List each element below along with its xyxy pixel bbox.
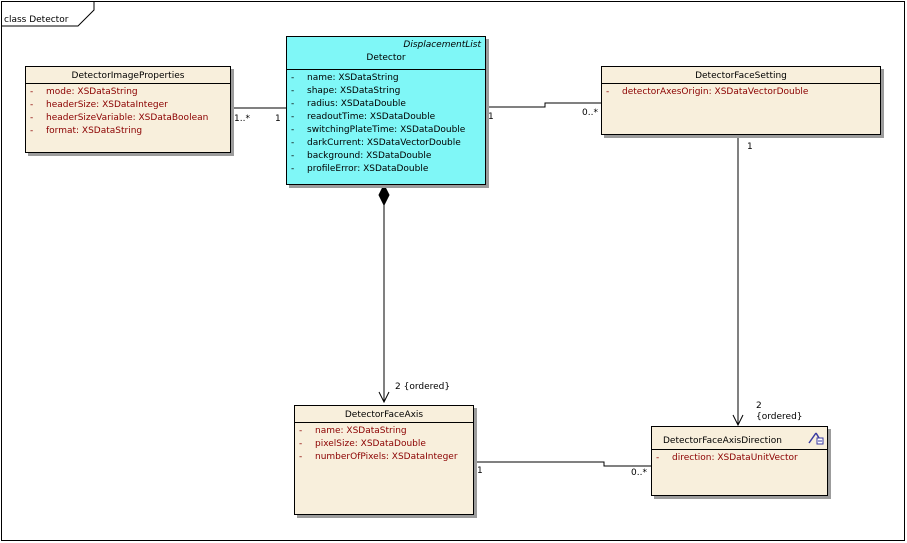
multiplicity-face-setting: 0..* xyxy=(582,108,598,118)
attribute-row: -direction: XSDataUnitVector xyxy=(656,453,798,463)
class-name: DetectorImageProperties xyxy=(71,71,185,81)
class-detector[interactable]: DisplacementList Detector -name: XSDataS… xyxy=(286,36,486,185)
attribute-row: -pixelSize: XSDataDouble xyxy=(299,439,426,449)
multiplicity-detector-right: 1 xyxy=(488,112,494,122)
class-detector-image-properties[interactable]: DetectorImageProperties -mode: XSDataStr… xyxy=(25,66,231,153)
composition-diamond xyxy=(378,183,390,207)
attribute-row: -shape: XSDataString xyxy=(291,86,401,96)
arrowhead-direction-top xyxy=(732,414,744,427)
attribute-row: -headerSizeVariable: XSDataBoolean xyxy=(30,113,209,123)
attribute-row: -name: XSDataString xyxy=(291,73,399,83)
class-name: DetectorFaceAxis xyxy=(344,410,424,420)
class-name: DetectorFaceAxisDirection xyxy=(663,436,782,446)
class-name: DetectorFaceSetting xyxy=(695,71,787,81)
attribute-row: -format: XSDataString xyxy=(30,126,143,136)
class-detector-face-axis-direction[interactable]: DetectorFaceAxisDirection -direction: XS… xyxy=(651,426,828,496)
attribute-row: -name: XSDataString xyxy=(299,426,407,436)
multiplicity-face-axis-right: 1 xyxy=(477,466,483,476)
attribute-row: -darkCurrent: XSDataVectorDouble xyxy=(291,138,461,148)
class-stereotype: DisplacementList xyxy=(403,40,481,50)
enumeration-icon xyxy=(808,432,824,445)
attribute-row: -profileError: XSDataDouble xyxy=(291,164,429,174)
assoc-face-setting xyxy=(486,102,601,108)
attribute-row: -detectorAxesOrigin: XSDataVectorDouble xyxy=(606,87,809,97)
frame-title-tab xyxy=(1,1,95,27)
multiplicity-direction-ordered: {ordered} xyxy=(756,412,803,422)
attribute-row: -numberOfPixels: XSDataInteger xyxy=(299,452,458,462)
attribute-row: -radius: XSDataDouble xyxy=(291,99,406,109)
attribute-row: -readoutTime: XSDataDouble xyxy=(291,112,436,122)
arrowhead-face-axis xyxy=(378,391,390,404)
attribute-row: -mode: XSDataString xyxy=(30,87,138,97)
multiplicity-face-setting-bottom: 1 xyxy=(747,142,753,152)
class-detector-face-axis[interactable]: DetectorFaceAxis -name: XSDataString -pi… xyxy=(294,405,474,515)
class-detector-face-setting[interactable]: DetectorFaceSetting -detectorAxesOrigin:… xyxy=(601,66,881,135)
multiplicity-face-axis-top: 2 {ordered} xyxy=(395,382,451,392)
attribute-row: -background: XSDataDouble xyxy=(291,151,432,161)
class-name: Detector xyxy=(366,53,406,63)
multiplicity-direction-top: 2 xyxy=(756,401,762,411)
frame-title: class Detector xyxy=(4,15,69,25)
multiplicity-direction-left: 0..* xyxy=(631,468,647,478)
attribute-row: -headerSize: XSDataInteger xyxy=(30,100,168,110)
attribute-row: -switchingPlateTime: XSDataDouble xyxy=(291,125,466,135)
multiplicity-image-properties: 1..* xyxy=(234,114,250,124)
multiplicity-detector-left: 1 xyxy=(275,114,281,124)
assoc-face-axis-direction xyxy=(474,461,651,467)
